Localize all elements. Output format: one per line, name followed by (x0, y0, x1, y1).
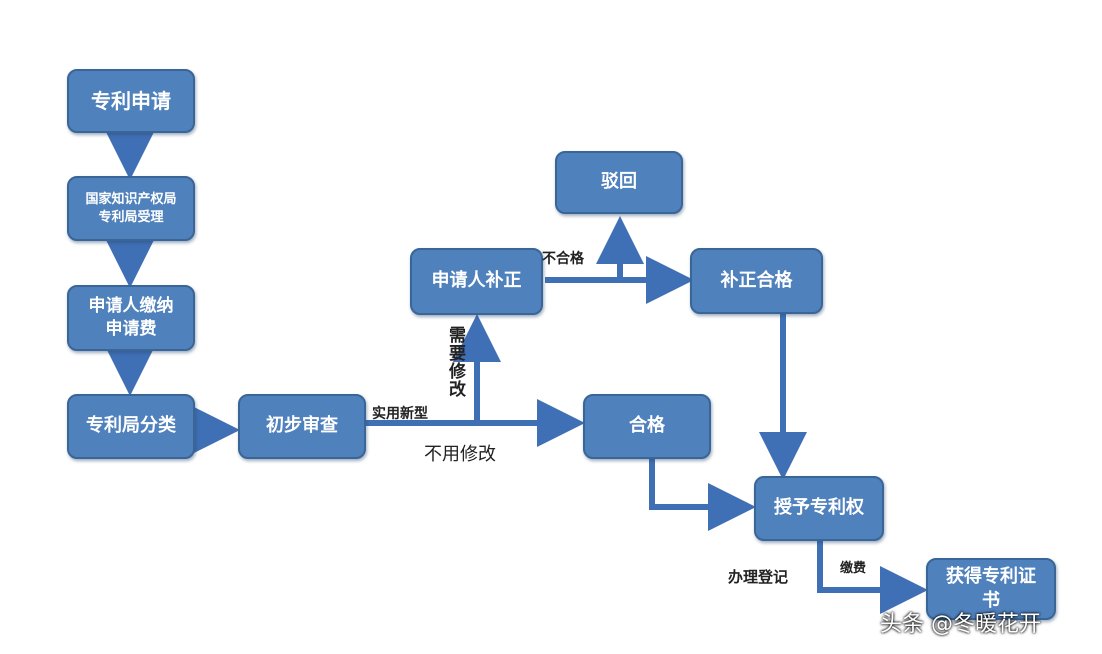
node-qualified: 合格 (583, 394, 711, 459)
label-not-qualified: 不合格 (542, 251, 584, 267)
node-applicant-pays-fee: 申请人缴纳申请费 (67, 285, 195, 351)
node-applicant-correction: 申请人补正 (410, 248, 543, 315)
node-office-classification: 专利局分类 (67, 394, 195, 459)
arrow-qualified-grant (649, 459, 756, 531)
node-patent-office-acceptance: 国家知识产权局专利局受理 (67, 176, 195, 241)
watermark: 头条 @冬暖花开 (880, 612, 1041, 637)
label-pay-fee: 缴费 (840, 561, 867, 576)
label-register: 办理登记 (728, 568, 789, 586)
node-patent-certificate: 获得专利证书 (926, 558, 1056, 620)
arrow-grant-certificate (817, 541, 928, 614)
label-utility-model: 实用新型 (372, 406, 428, 422)
node-rejection: 驳回 (555, 151, 683, 214)
node-grant-patent: 授予专利权 (754, 476, 884, 541)
label-no-modify: 不用修改 (424, 444, 496, 465)
node-preliminary-examination: 初步审查 (238, 394, 366, 459)
node-correction-qualified: 补正合格 (690, 248, 823, 314)
node-patent-application: 专利申请 (67, 69, 195, 133)
label-need-modify: 需要修改 (445, 326, 465, 398)
